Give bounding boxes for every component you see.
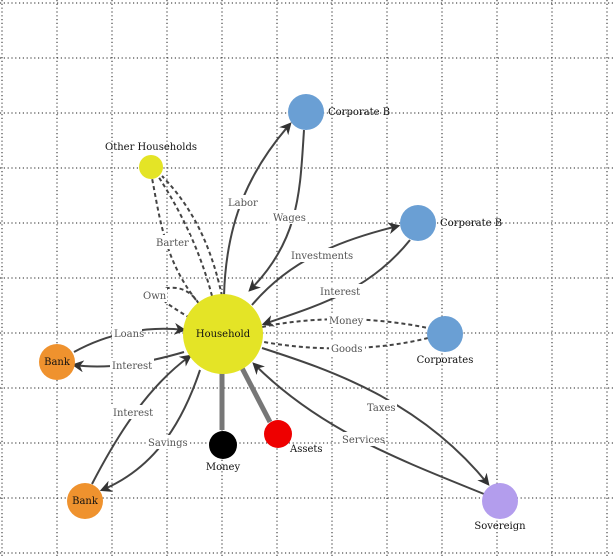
edge-label-savings: Savings — [148, 438, 188, 449]
node-corporates[interactable] — [427, 316, 463, 352]
edge-label-interest-bank1: Interest — [112, 361, 152, 372]
edge-label-own: Own — [143, 291, 167, 302]
edge-label-labor: Labor — [228, 198, 258, 209]
node-assets[interactable] — [264, 420, 292, 448]
node-bank-left[interactable] — [39, 344, 75, 380]
node-corporate-b-mid[interactable] — [400, 205, 436, 241]
edge-labels: Labor Wages Barter Own Investments Inter… — [110, 195, 397, 449]
node-label-assets: Assets — [289, 444, 323, 455]
node-corporate-b-top[interactable] — [288, 94, 324, 130]
node-label-corporate-b-top: Corporate B — [328, 107, 390, 118]
edge-own — [158, 286, 201, 319]
edge-label-barter: Barter — [156, 238, 189, 249]
edge-label-loans: Loans — [114, 329, 144, 340]
node-bank-bottom[interactable] — [67, 483, 103, 519]
node-money[interactable] — [209, 431, 237, 459]
node-label-money: Money — [206, 462, 241, 473]
node-sovereign[interactable] — [482, 483, 518, 519]
node-other-households[interactable] — [139, 155, 163, 179]
edge-assets-thick — [239, 366, 273, 424]
edge-taxes — [261, 347, 490, 486]
edge-label-interest-corp: Interest — [320, 287, 360, 298]
node-label-other-households: Other Households — [105, 142, 197, 153]
edge-label-interest-bank2: Interest — [113, 408, 153, 419]
edge-label-taxes: Taxes — [367, 403, 396, 414]
edge-barter-3 — [161, 175, 223, 297]
edge-label-wages: Wages — [273, 213, 306, 224]
edge-label-money: Money — [329, 316, 364, 327]
node-household[interactable] — [183, 294, 263, 374]
node-label-corporate-b-mid: Corporate B — [440, 218, 502, 229]
edge-label-goods: Goods — [331, 344, 363, 355]
edge-barter-2 — [157, 175, 213, 297]
edge-interest-bank2 — [91, 354, 192, 485]
node-label-bank-bottom: Bank — [72, 496, 99, 507]
node-label-household: Household — [196, 329, 251, 340]
edge-barter-1 — [151, 177, 197, 301]
node-label-sovereign: Sovereign — [474, 521, 526, 532]
nodes: Household Other Households Corporate B C… — [39, 94, 526, 532]
edge-savings — [99, 369, 201, 492]
edge-label-investments: Investments — [291, 251, 353, 262]
node-label-bank-left: Bank — [44, 357, 71, 368]
edge-label-services: Services — [342, 435, 385, 446]
node-label-corporates: Corporates — [417, 355, 474, 366]
